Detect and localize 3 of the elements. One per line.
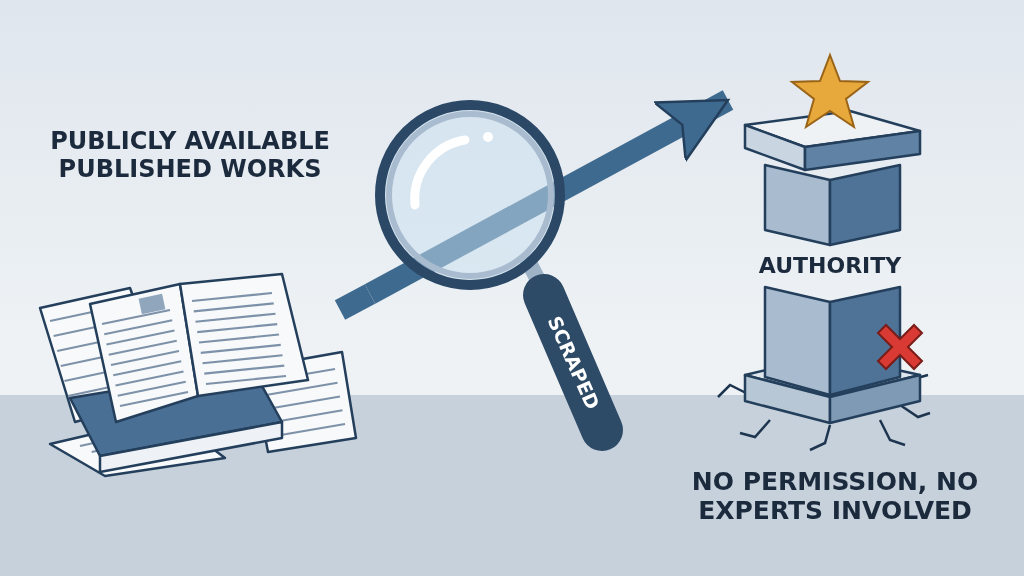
pillar-label: AUTHORITY (757, 253, 903, 279)
heading: PUBLICLY AVAILABLE PUBLISHED WORKS (49, 128, 331, 184)
caption-text: NO PERMISSION, NO EXPERTS INVOLVED (690, 468, 980, 526)
